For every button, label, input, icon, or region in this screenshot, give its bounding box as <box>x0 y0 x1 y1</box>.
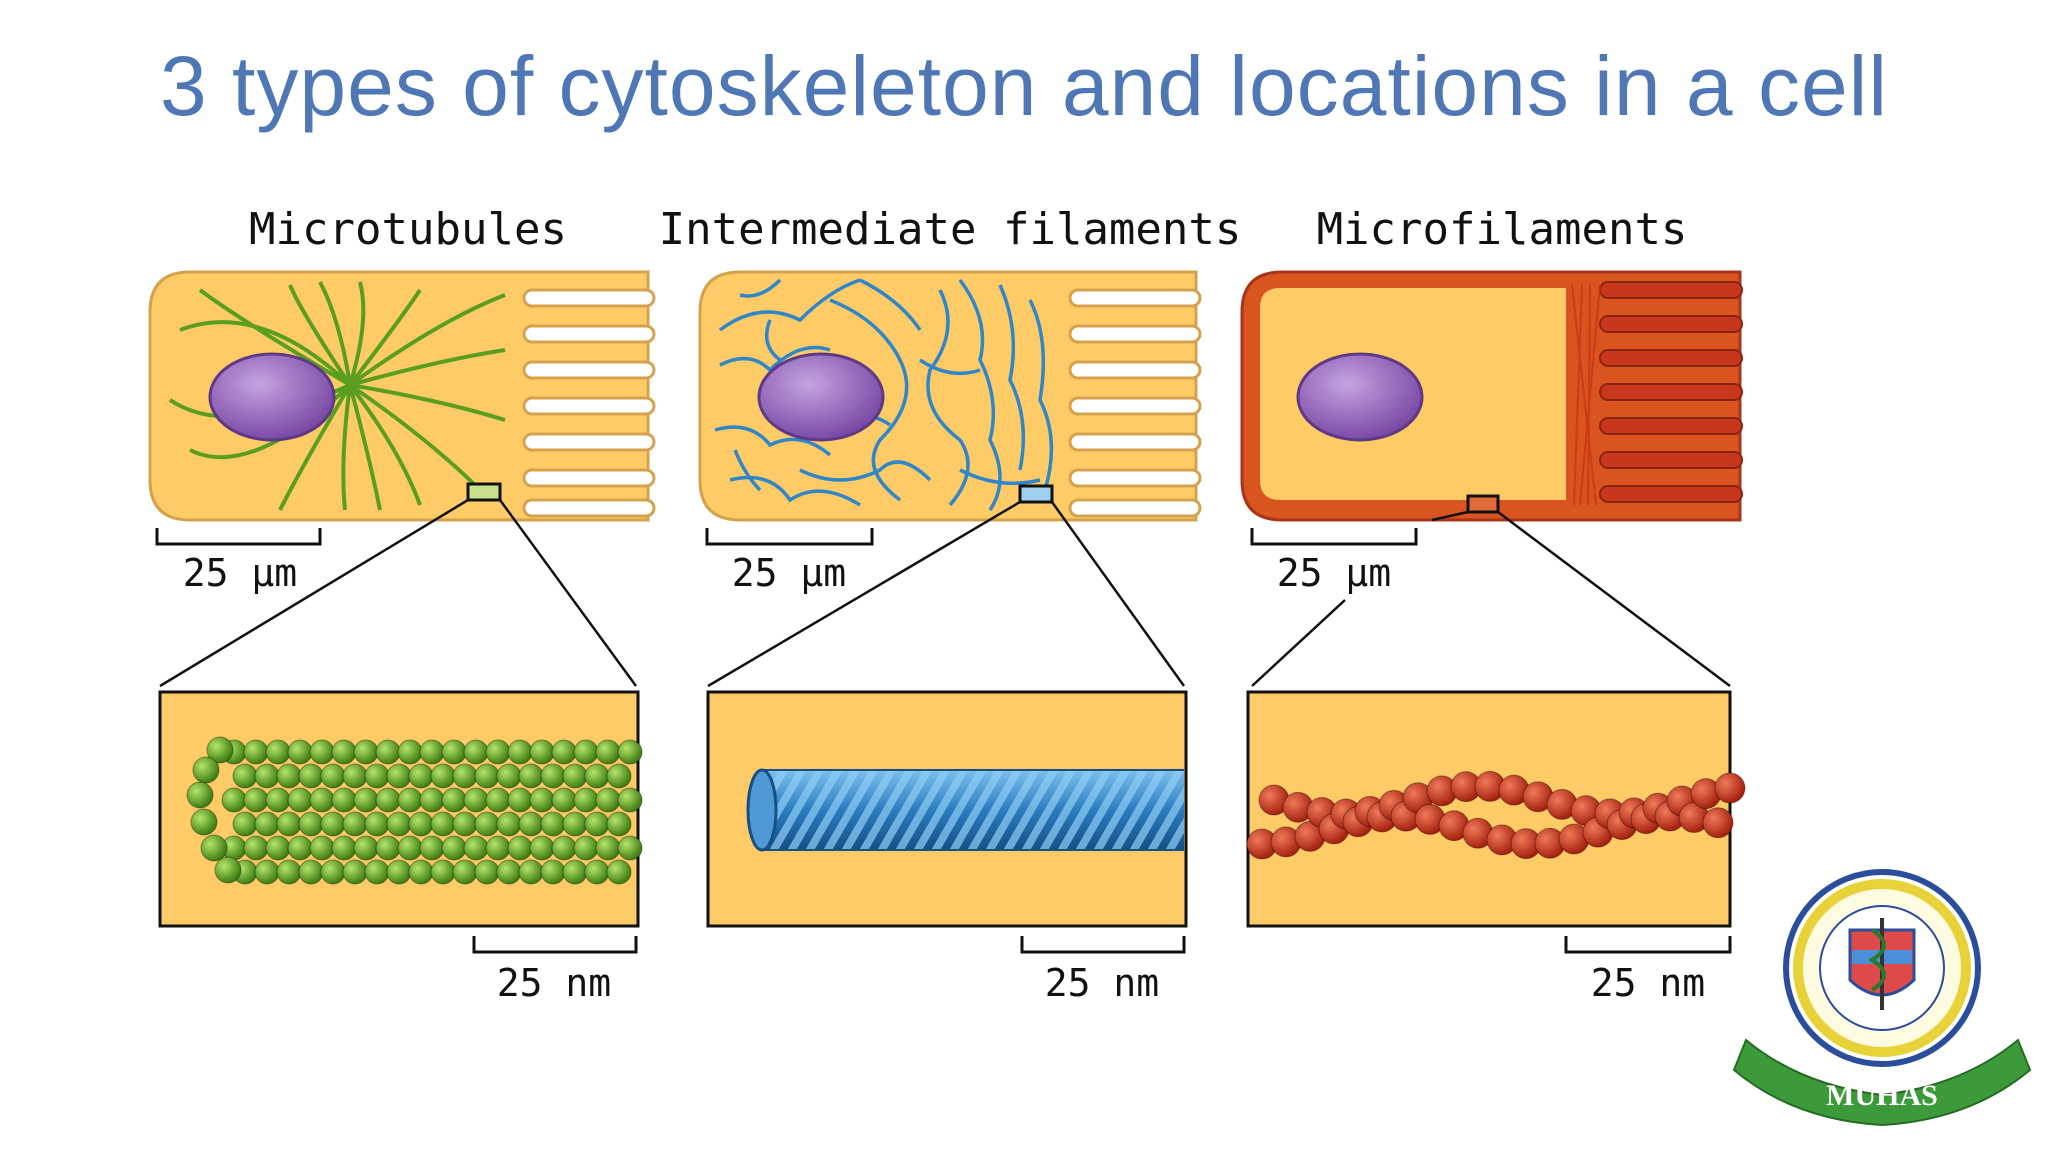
university-seal-icon: MUHAS <box>1732 869 2032 1127</box>
zoom-scale-bar <box>1020 936 1186 954</box>
cell-scale-label: 25 µm <box>183 551 297 595</box>
zoom-line-right <box>1050 501 1186 687</box>
zoom-scale-label: 25 nm <box>497 961 611 1005</box>
zoom-scale-label: 25 nm <box>1045 961 1159 1005</box>
nucleus <box>1296 352 1424 442</box>
zoom-scale-bar <box>1564 936 1732 954</box>
cell-scale-bar <box>155 528 322 546</box>
zoom-scale-bar <box>472 936 638 954</box>
panel-microtubules: Microtubules <box>148 204 656 1005</box>
intermediate-filament-rod <box>746 768 1184 852</box>
actin-bundle <box>1571 284 1601 506</box>
cell-scale-bar <box>705 528 874 546</box>
cell-scale-bar <box>1250 528 1418 546</box>
microtubule-subunits <box>186 736 643 885</box>
zoom-line-right <box>498 499 638 687</box>
panel-title: Microtubules <box>249 204 567 255</box>
nucleus <box>208 352 336 442</box>
actin-subunits <box>1246 770 1746 860</box>
zoom-marker <box>1466 494 1500 514</box>
zoom-line-right <box>1497 511 1731 687</box>
microvilli <box>1068 288 1202 518</box>
zoom-line-left <box>707 500 1021 688</box>
cell-scale-label: 25 µm <box>1277 551 1391 595</box>
nucleus <box>757 352 885 442</box>
panel-intermediate-filaments: Intermediate filaments <box>659 204 1242 1005</box>
zoom-marker <box>1018 484 1054 504</box>
zoom-marker <box>466 482 502 502</box>
cell-scale-label: 25 µm <box>732 551 846 595</box>
slide-title: 3 types of cytoskeleton and locations in… <box>160 39 1888 133</box>
zoom-scale-label: 25 nm <box>1591 961 1705 1005</box>
microvilli <box>522 288 656 518</box>
intermediate-filament-network <box>714 278 1054 511</box>
panel-title: Intermediate filaments <box>659 204 1242 255</box>
zoom-line-left <box>1251 599 1346 687</box>
panel-title: Microfilaments <box>1317 204 1688 255</box>
microvilli <box>1599 281 1743 503</box>
panel-microfilaments: Microfilaments 25 µm 25 nm <box>1240 204 1746 1005</box>
zoom-line-left <box>159 498 469 688</box>
logo-text: MUHAS <box>1826 1079 1938 1112</box>
